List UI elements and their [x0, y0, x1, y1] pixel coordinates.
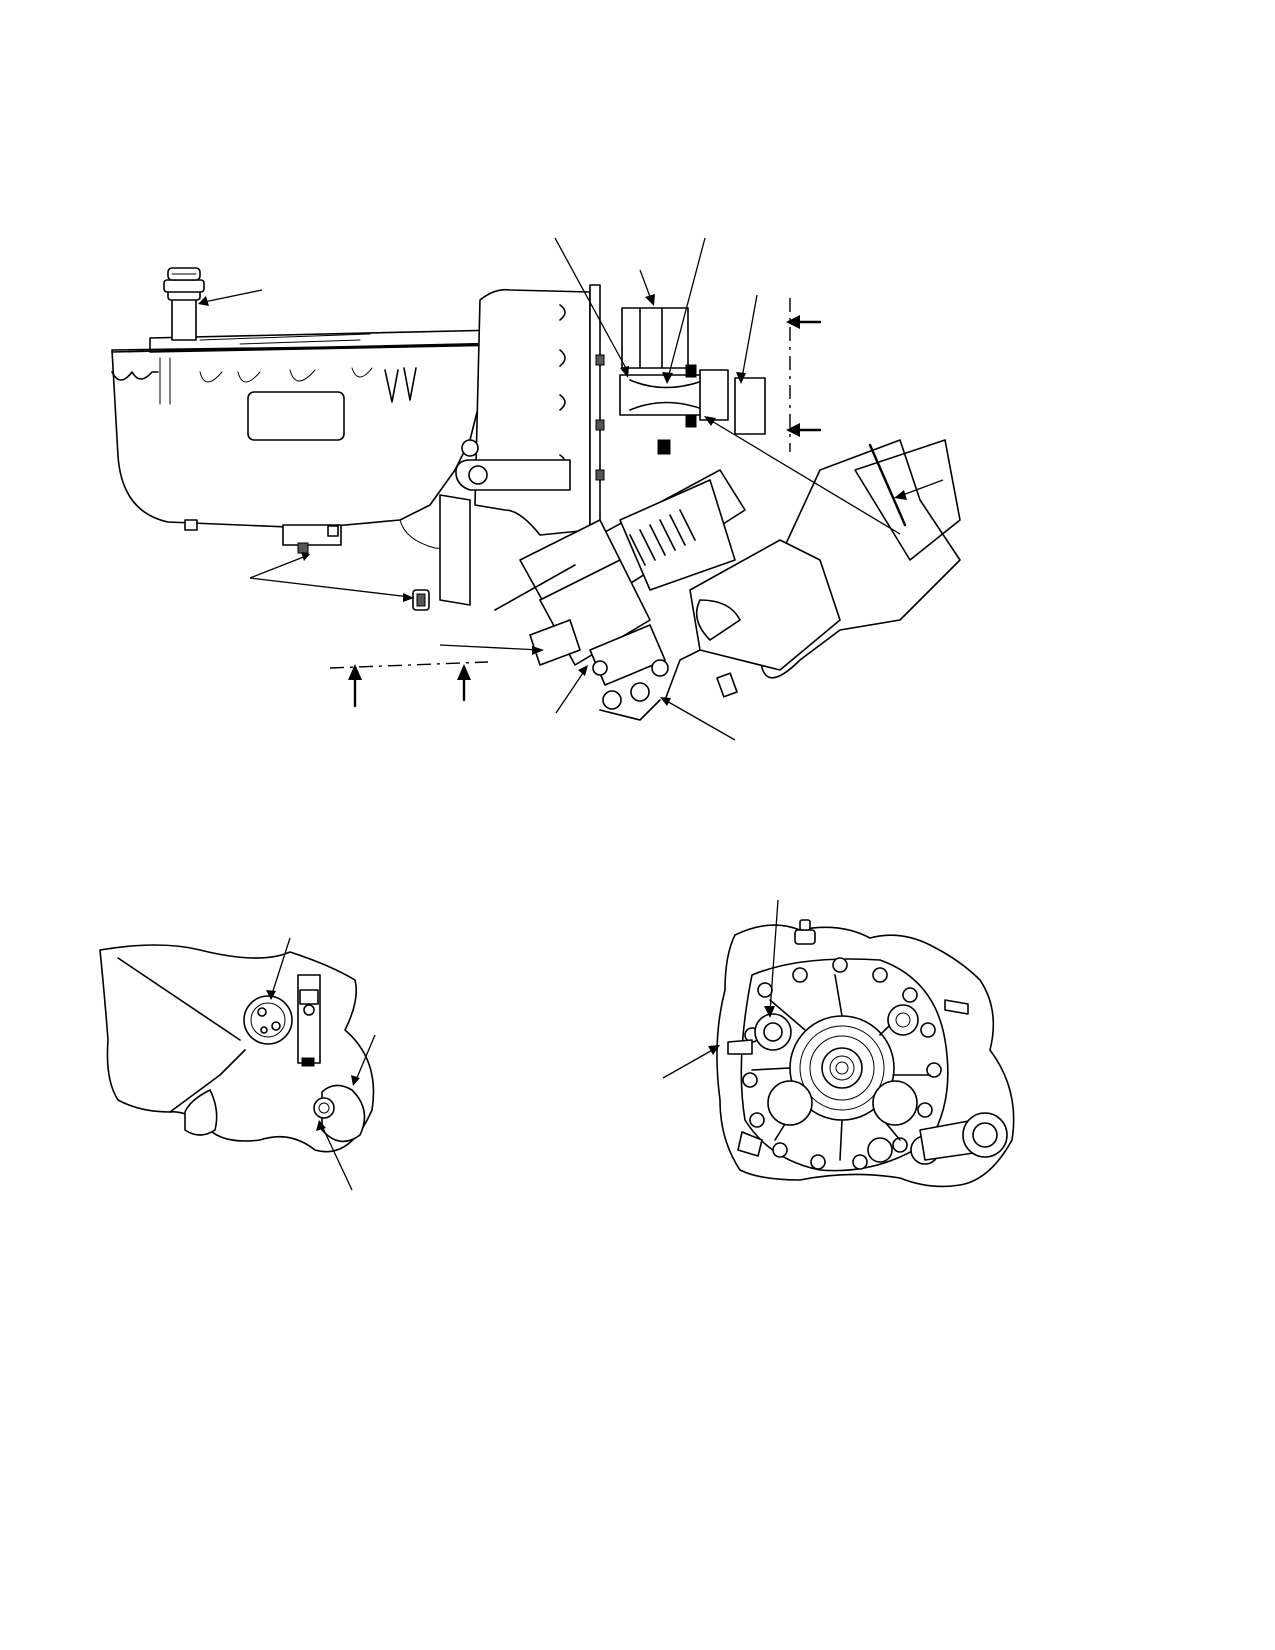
- drive-shaft-housing: [664, 439, 961, 701]
- center-housing: [439, 284, 605, 606]
- fittings: [412, 589, 430, 611]
- breather-cap: [163, 267, 205, 341]
- main-assembly-view: [111, 237, 961, 741]
- detail-view-left: [99, 937, 376, 1191]
- detail-view-right: [662, 899, 1015, 1188]
- angled-adapter: [494, 469, 746, 721]
- coupling-unit: [619, 307, 766, 455]
- section-line-lower: [329, 661, 489, 708]
- transmission-housing: [111, 329, 509, 554]
- leader-lines-main: [198, 237, 944, 741]
- section-line-right: [786, 298, 822, 452]
